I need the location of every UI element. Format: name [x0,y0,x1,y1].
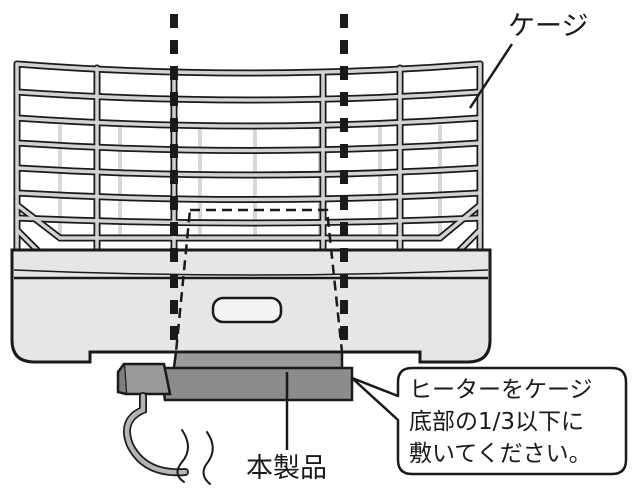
note-line-1: ヒーターをケージ [409,377,593,403]
cage-tray [10,248,492,364]
tray-handle-icon [211,296,283,324]
product-label: 本製品 [246,453,327,484]
heater-icon [116,350,354,402]
power-cable-icon [123,392,214,485]
note-text: ヒーターをケージ 底部の1/3以下に 敷いてください。 [397,368,627,474]
third-guide-lines [170,14,348,350]
cage-wire-icon [13,60,484,262]
cage-label: ケージ [508,11,589,42]
cage-leader-line [468,43,514,109]
note-line-2: 底部の1/3以下に [409,409,585,435]
note-line-3: 敷いてください。 [409,441,592,467]
note-callout [350,366,628,476]
